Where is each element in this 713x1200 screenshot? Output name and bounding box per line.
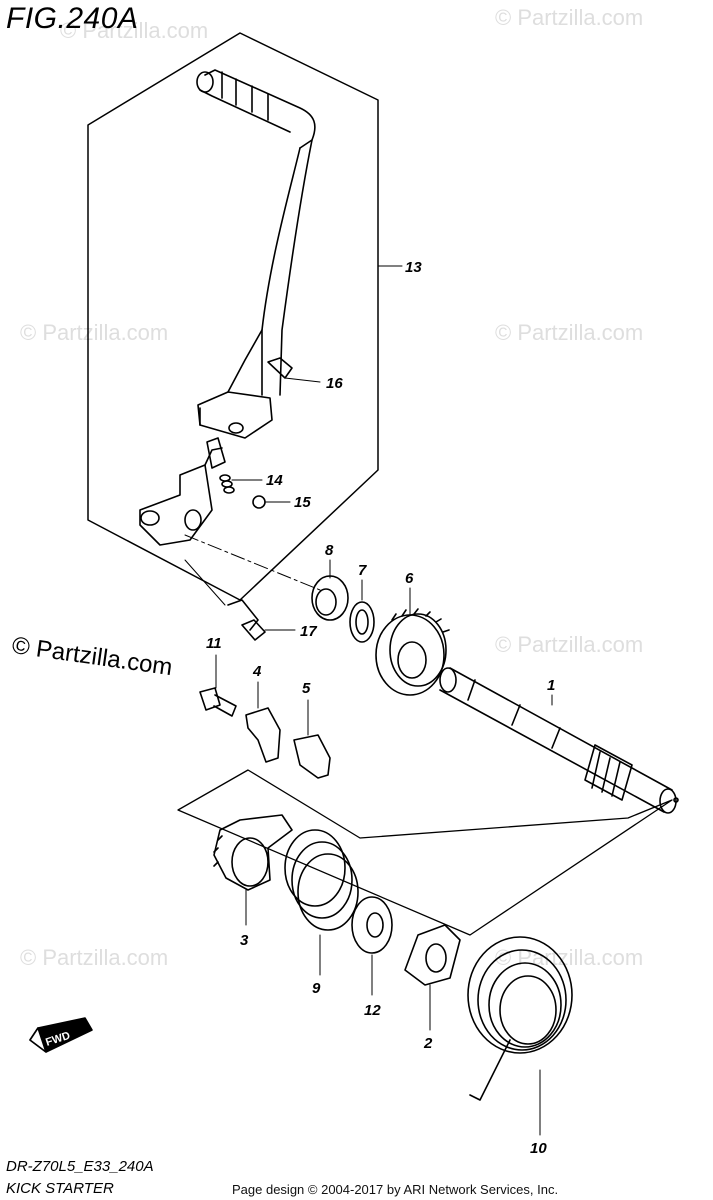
model-code: DR-Z70L5_E33_240A bbox=[6, 1158, 154, 1175]
callout-17[interactable]: 17 bbox=[300, 623, 317, 640]
ratchet-spring-9 bbox=[284, 829, 359, 931]
washer-12 bbox=[351, 896, 393, 954]
callout-16[interactable]: 16 bbox=[326, 375, 343, 392]
assembly-axis-line bbox=[184, 559, 226, 606]
kick-drive-gear-6 bbox=[375, 608, 450, 696]
spring-14 bbox=[219, 474, 235, 494]
copyright-text: Page design © 2004-2017 by ARI Network S… bbox=[232, 1182, 559, 1197]
bolt-17 bbox=[227, 599, 266, 641]
callout-1[interactable]: 1 bbox=[547, 677, 555, 694]
steel-ball-15 bbox=[252, 495, 266, 509]
watermark-faint: © Partzilla.com bbox=[495, 632, 644, 657]
kick-lever-boss bbox=[139, 447, 223, 546]
callout-7[interactable]: 7 bbox=[358, 562, 367, 579]
guide-plate-4 bbox=[245, 707, 281, 763]
kick-guide-2 bbox=[404, 924, 461, 986]
leader-lines bbox=[215, 265, 553, 1136]
watermark-faint: © Partzilla.com bbox=[20, 945, 169, 970]
kick-ratchet-3 bbox=[213, 814, 293, 891]
washer-7 bbox=[349, 601, 375, 643]
oil-seal-8 bbox=[311, 575, 349, 621]
kick-starter-lever bbox=[196, 69, 316, 469]
callout-9[interactable]: 9 bbox=[312, 980, 321, 997]
callout-5[interactable]: 5 bbox=[302, 680, 311, 697]
callout-3[interactable]: 3 bbox=[240, 932, 249, 949]
callout-13[interactable]: 13 bbox=[405, 259, 422, 276]
return-spring-10 bbox=[467, 936, 573, 1101]
guide-plate-5 bbox=[293, 734, 331, 779]
callout-6[interactable]: 6 bbox=[405, 570, 414, 587]
watermark-faint: © Partzilla.com bbox=[495, 320, 644, 345]
callout-2[interactable]: 2 bbox=[423, 1035, 433, 1052]
callout-14[interactable]: 14 bbox=[266, 472, 283, 489]
circlip-16 bbox=[267, 357, 293, 379]
watermark-faint: © Partzilla.com bbox=[60, 18, 209, 43]
callout-4[interactable]: 4 bbox=[252, 663, 262, 680]
callout-10[interactable]: 10 bbox=[530, 1140, 547, 1157]
assembly-frame-lower bbox=[177, 769, 673, 936]
callout-12[interactable]: 12 bbox=[364, 1002, 381, 1019]
fwd-arrow-icon bbox=[29, 1017, 93, 1053]
section-name: KICK STARTER bbox=[6, 1180, 114, 1197]
assembly-axis-line bbox=[184, 534, 321, 591]
watermark-faint: © Partzilla.com bbox=[20, 320, 169, 345]
callout-11[interactable]: 11 bbox=[206, 635, 222, 652]
bolt-11 bbox=[199, 687, 237, 717]
watermark-faint: © Partzilla.com bbox=[495, 945, 644, 970]
figure-title: FIG.240A bbox=[6, 2, 139, 35]
callout-8[interactable]: 8 bbox=[325, 542, 334, 559]
kick-starter-shaft-1 bbox=[439, 667, 679, 814]
assembly-frame-upper bbox=[87, 32, 379, 601]
watermark-faint: © Partzilla.com bbox=[495, 5, 644, 30]
callout-15[interactable]: 15 bbox=[294, 494, 311, 511]
